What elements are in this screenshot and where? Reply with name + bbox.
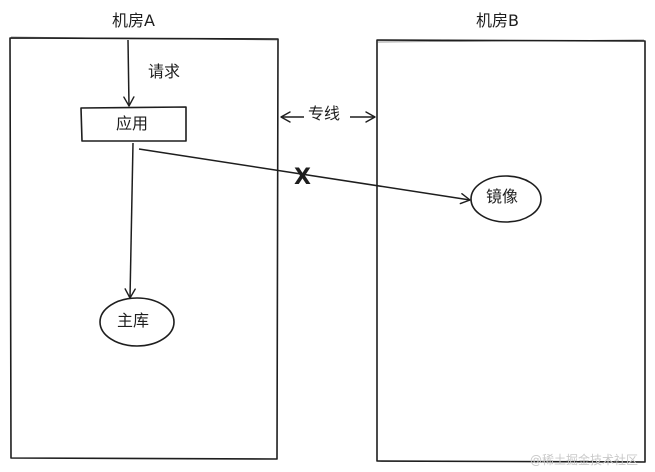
request-arrow (123, 39, 135, 107)
room-a-box (9, 37, 279, 460)
dedicated-line-label: 专线 (308, 104, 341, 123)
mirror-ellipse (470, 175, 542, 223)
request-label: 请求 (148, 62, 181, 81)
primary-db-ellipse (99, 297, 175, 347)
mirror-label: 镜像 (486, 187, 519, 206)
primary-db-label: 主库 (117, 311, 150, 330)
room-b-box (376, 39, 646, 463)
room-b-title: 机房B (476, 11, 519, 30)
app-to-mirror-arrow (138, 148, 471, 205)
app-to-primary-arrow (124, 142, 136, 299)
app-label: 应用 (116, 114, 149, 133)
watermark: @稀土掘金技术社区 (530, 453, 639, 467)
blocked-x-mark: X (294, 165, 311, 190)
room-a-title: 机房A (112, 11, 155, 30)
app-box (80, 106, 187, 142)
